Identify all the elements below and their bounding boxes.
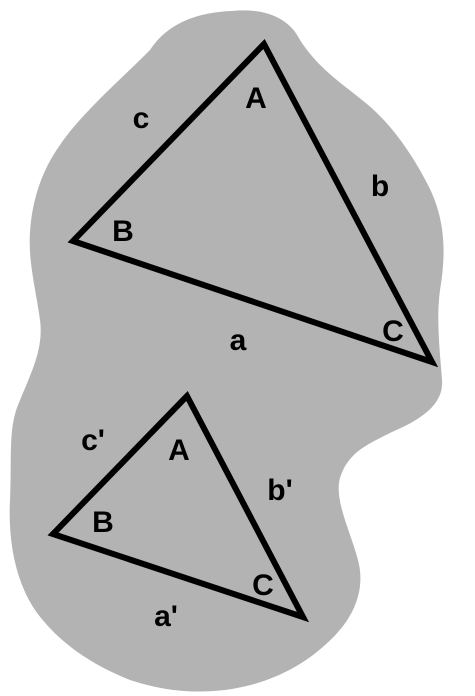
large-vertex-a-label: A — [245, 82, 267, 115]
small-triangle — [47, 390, 310, 623]
small-side-b-label: b' — [267, 474, 292, 507]
small-vertex-b-label: B — [92, 506, 114, 539]
small-side-c-label: c' — [81, 424, 105, 457]
large-triangle — [67, 38, 439, 368]
small-vertex-a-label: A — [168, 434, 190, 467]
small-side-a-label: a' — [154, 600, 178, 633]
large-side-b-label: b — [371, 170, 389, 203]
large-vertex-b-label: B — [112, 215, 134, 248]
large-side-c-label: c — [133, 102, 150, 135]
large-vertex-c-label: C — [382, 315, 404, 348]
small-vertex-c-label: C — [252, 569, 274, 602]
large-side-a-label: a — [230, 324, 247, 357]
